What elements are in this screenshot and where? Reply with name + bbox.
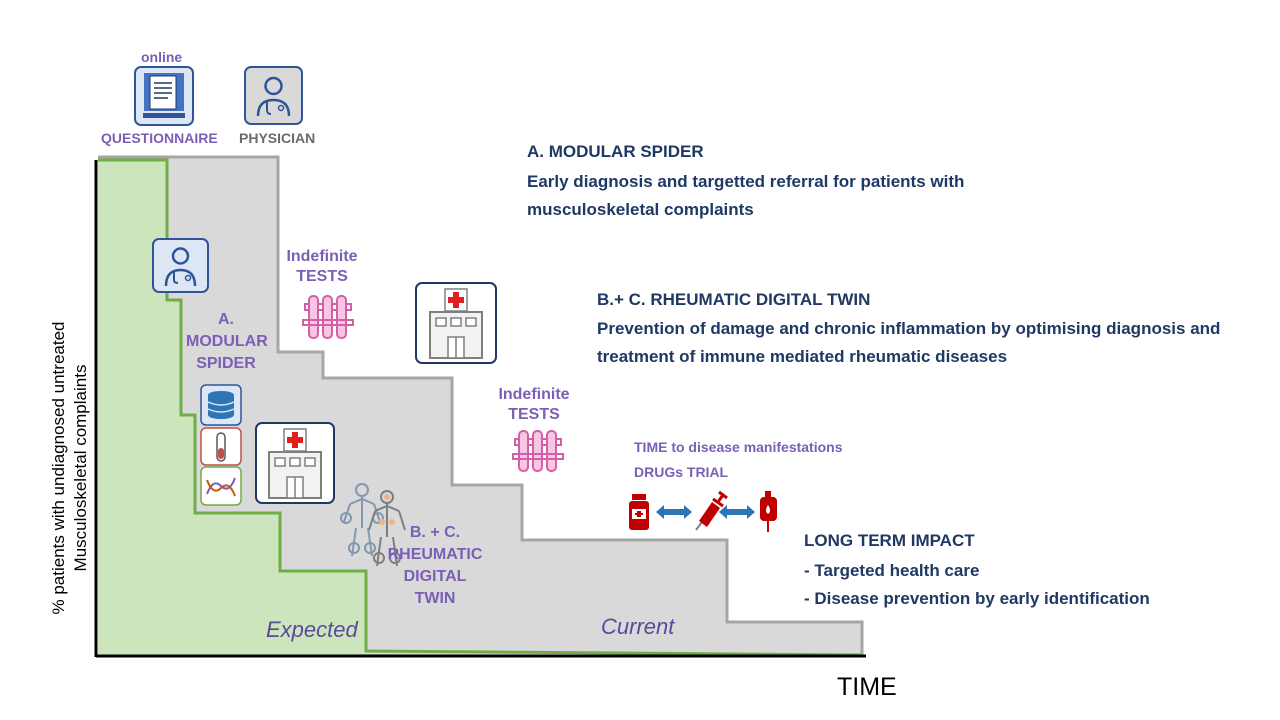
physician-icon	[152, 238, 209, 293]
test-tubes-icon	[302, 295, 354, 339]
x-axis-label: TIME	[837, 673, 897, 701]
drugs-trial-label: DRUGs TRIAL	[634, 464, 729, 480]
digital-twin-step-line: B. + C.	[409, 524, 461, 541]
modular-spider-step-label: A. MODULAR SPIDER	[186, 309, 268, 375]
digital-twin-step-line: RHEUMATIC	[387, 546, 483, 563]
description-bc-title: B.+ C. RHEUMATIC DIGITAL TWIN	[597, 290, 871, 309]
description-a-line: musculoskeletal complaints	[527, 200, 754, 219]
physician-icon	[244, 66, 303, 125]
long-term-impact-item: - Disease prevention by early identifica…	[804, 589, 1150, 608]
modular-spider-step-line: SPIDER	[196, 355, 256, 372]
modular-spider-step-line: A.	[218, 311, 234, 328]
y-axis-label-line: % patients with undiagnosed untreated	[49, 321, 68, 615]
description-bc-line: Prevention of damage and chronic inflamm…	[597, 319, 1221, 338]
dna-icon	[200, 466, 242, 506]
tests-label-1: Indefinite TESTS	[282, 247, 362, 287]
y-axis-label: % patients with undiagnosed untreated Mu…	[48, 268, 92, 668]
tests-label-line: TESTS	[508, 406, 560, 423]
modular-spider-step-line: MODULAR	[186, 333, 268, 350]
physician-label: PHYSICIAN	[239, 130, 316, 146]
digital-twin-step-label: B. + C. RHEUMATIC DIGITAL TWIN	[387, 522, 483, 610]
double-arrow-icon	[719, 505, 755, 519]
digital-twin-step-line: TWIN	[414, 590, 456, 607]
medicine-bottle-icon	[629, 494, 649, 530]
time-to-disease-label: TIME to disease manifestations	[634, 439, 843, 455]
digital-twin-step-line: DIGITAL	[403, 568, 467, 585]
tests-label-line: TESTS	[296, 268, 348, 285]
current-area	[98, 157, 862, 655]
test-tubes-icon	[512, 430, 564, 472]
double-arrow-icon	[656, 505, 692, 519]
y-axis-label-line: Musculoskeletal complaints	[71, 364, 90, 572]
robot-figures-icon	[340, 483, 406, 567]
online-label: online	[141, 49, 183, 65]
syringe-icon	[695, 490, 728, 531]
description-bc-line: treatment of immune mediated rheumatic d…	[597, 347, 1008, 366]
database-icon	[200, 384, 242, 426]
description-a-line: Early diagnosis and targetted referral f…	[527, 172, 965, 191]
tests-label-line: Indefinite	[498, 386, 570, 403]
test-tube-icon	[200, 427, 242, 466]
questionnaire-monitor-icon	[134, 66, 194, 126]
current-staircase-line	[98, 155, 864, 655]
long-term-impact-title: LONG TERM IMPACT	[804, 531, 975, 550]
expected-area-label: Expected	[266, 617, 358, 642]
long-term-impact-item: - Targeted health care	[804, 561, 980, 580]
tests-label-2: Indefinite TESTS	[494, 385, 574, 425]
hospital-icon	[255, 422, 335, 504]
current-area-label: Current	[601, 614, 675, 639]
questionnaire-label: QUESTIONNAIRE	[101, 130, 218, 146]
blood-bag-icon	[760, 491, 777, 532]
hospital-icon	[415, 282, 497, 364]
tests-label-line: Indefinite	[286, 248, 358, 265]
description-a-title: A. MODULAR SPIDER	[527, 142, 704, 161]
